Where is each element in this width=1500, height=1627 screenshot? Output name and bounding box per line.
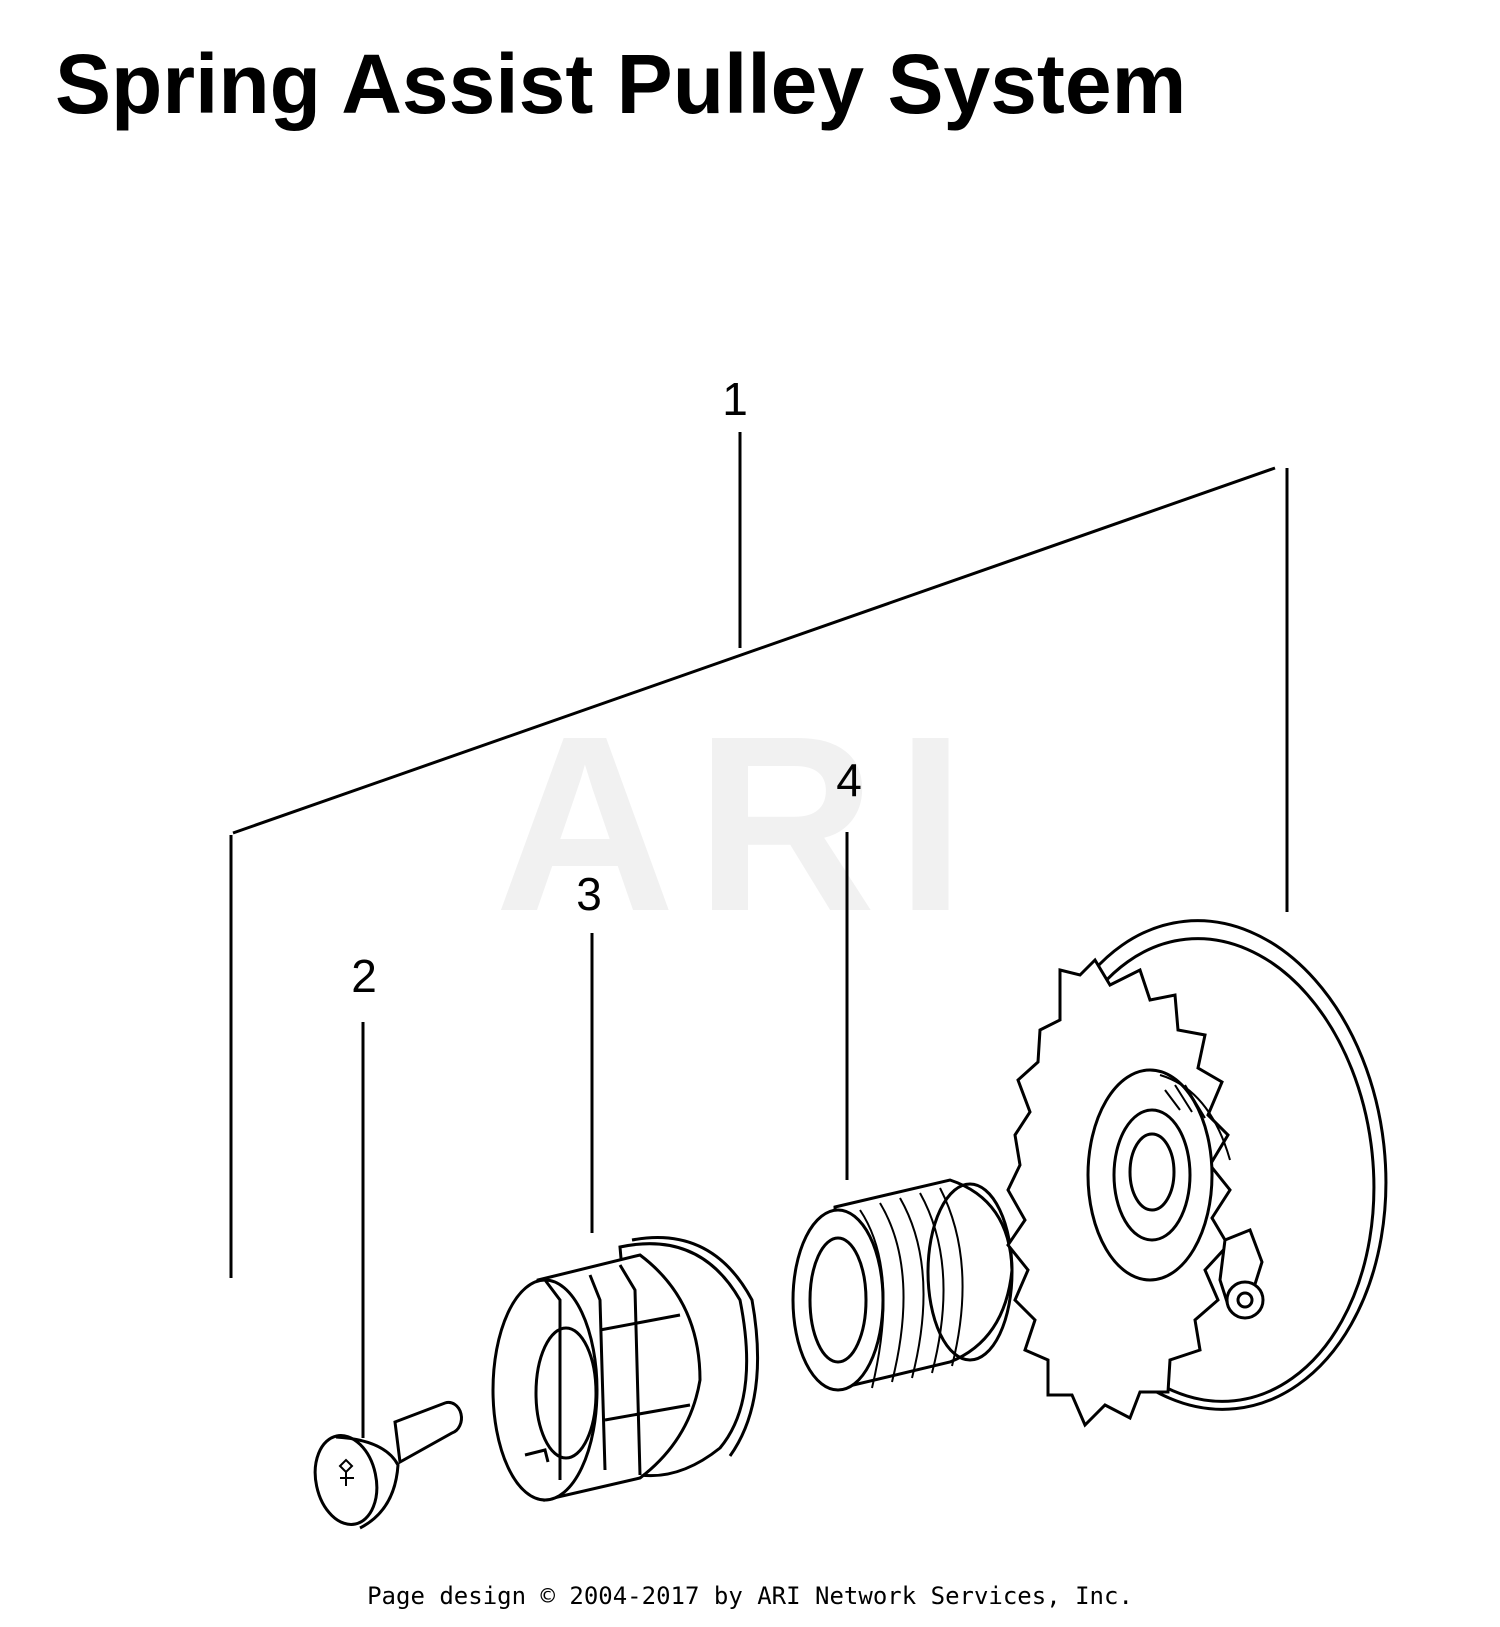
starter-pulley-part (1006, 919, 1388, 1428)
watermark-text: ARI (495, 684, 986, 963)
callout-1: 1 (722, 373, 748, 425)
screw-part (313, 1400, 463, 1530)
assembly-bracket (229, 432, 1289, 1278)
page-title: Spring Assist Pulley System (55, 37, 1187, 131)
footer-copyright: Page design © 2004-2017 by ARI Network S… (367, 1582, 1133, 1610)
pulley-hub-part (491, 1236, 760, 1502)
spring-part (791, 1178, 1014, 1392)
callout-2: 2 (351, 950, 377, 1002)
callout-4: 4 (836, 754, 862, 806)
callout-3: 3 (576, 868, 602, 920)
